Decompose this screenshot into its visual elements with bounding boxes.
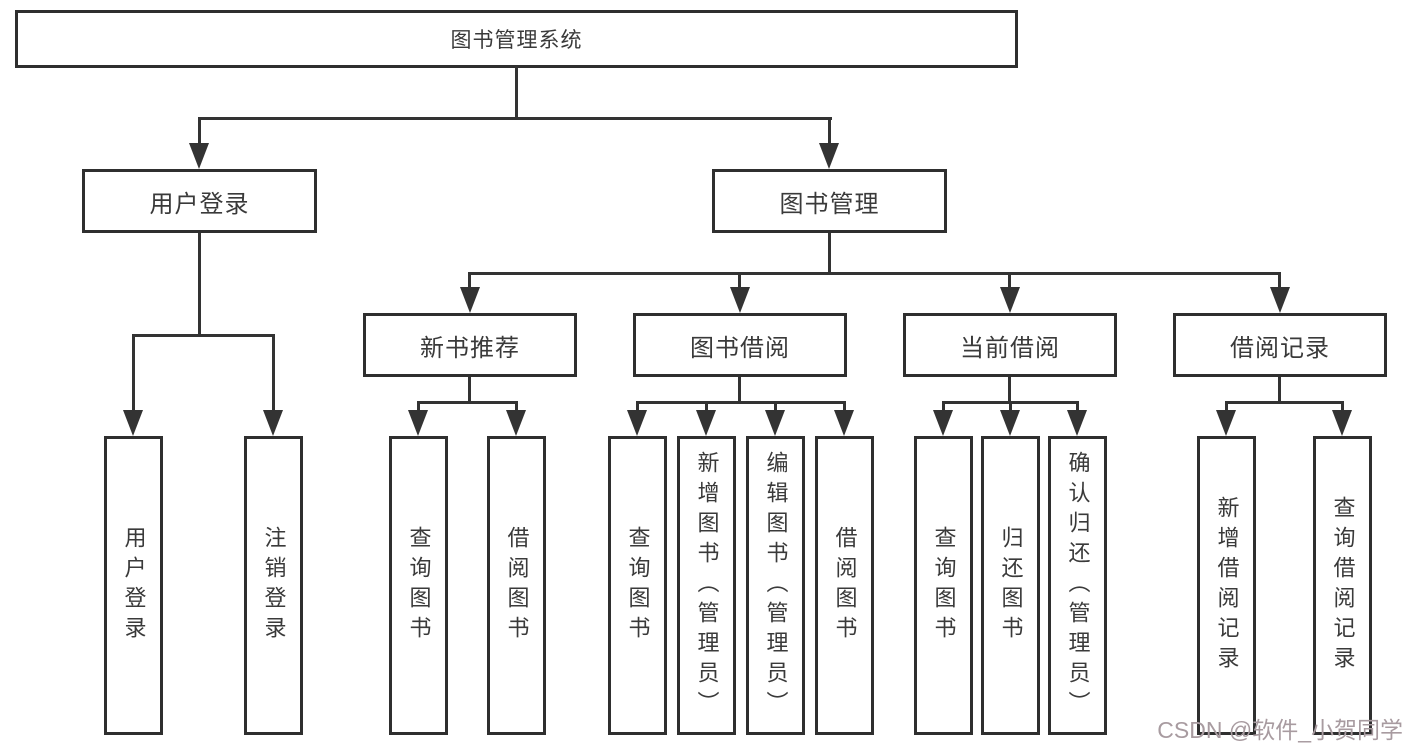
connector-mgmt-splitter bbox=[468, 272, 1281, 275]
leaf-newbook-query-label: 查询图书 bbox=[406, 525, 432, 646]
node-root-label: 图书管理系统 bbox=[450, 29, 583, 52]
arrowhead-br-query bbox=[1332, 410, 1352, 436]
arrowhead-book-borrow bbox=[730, 287, 750, 313]
connector-stub-bb-borrow bbox=[843, 401, 846, 415]
connector-stub-borrow-records bbox=[1278, 272, 1281, 292]
leaf-current-return: 归还图书 bbox=[981, 436, 1040, 735]
arrowhead-book-mgmt bbox=[819, 143, 839, 169]
connector-stub-leaf-logout bbox=[272, 334, 275, 414]
leaf-record-add: 新增借阅记录 bbox=[1197, 436, 1256, 735]
leaf-current-return-label: 归还图书 bbox=[998, 525, 1024, 646]
connector-stub-cb-query bbox=[942, 401, 945, 415]
leaf-borrow-edit-book-label: 编辑图书（管理员） bbox=[763, 450, 789, 721]
node-new-book-recommend-label: 新书推荐 bbox=[420, 334, 520, 362]
leaf-current-confirm-return: 确认归还（管理员） bbox=[1048, 436, 1107, 735]
node-book-borrow-label: 图书借阅 bbox=[690, 334, 790, 362]
arrowhead-current-borrow bbox=[1000, 287, 1020, 313]
leaf-borrow-borrow-book: 借阅图书 bbox=[815, 436, 874, 735]
node-root: 图书管理系统 bbox=[15, 10, 1018, 68]
node-borrow-records-label: 借阅记录 bbox=[1230, 334, 1330, 362]
connector-stub-br-query bbox=[1341, 401, 1344, 415]
node-borrow-records: 借阅记录 bbox=[1173, 313, 1387, 377]
arrowhead-nb-query bbox=[408, 410, 428, 436]
connector-login-drop bbox=[198, 233, 201, 337]
connector-stub-user-login bbox=[198, 117, 201, 149]
leaf-current-query: 查询图书 bbox=[914, 436, 973, 735]
connector-records-splitter bbox=[1225, 401, 1344, 404]
node-new-book-recommend: 新书推荐 bbox=[363, 313, 577, 377]
connector-stub-cb-return bbox=[1009, 401, 1012, 415]
connector-stub-bb-query bbox=[636, 401, 639, 415]
connector-stub-new-book bbox=[468, 272, 471, 292]
connector-stub-br-add bbox=[1225, 401, 1228, 415]
connector-stub-bb-add bbox=[705, 401, 708, 415]
leaf-logout-label: 注销登录 bbox=[261, 525, 287, 646]
connector-records-drop bbox=[1278, 377, 1281, 404]
csdn-watermark: CSDN @软件_小贺同学 bbox=[1157, 717, 1403, 743]
arrowhead-bb-query bbox=[627, 410, 647, 436]
node-current-borrow: 当前借阅 bbox=[903, 313, 1117, 377]
leaf-newbook-borrow-label: 借阅图书 bbox=[504, 525, 530, 646]
leaf-borrow-query-label: 查询图书 bbox=[625, 525, 651, 646]
arrowhead-cb-return bbox=[1000, 410, 1020, 436]
leaf-borrow-add-book: 新增图书（管理员） bbox=[677, 436, 736, 735]
arrowhead-borrow-records bbox=[1270, 287, 1290, 313]
leaf-newbook-borrow: 借阅图书 bbox=[487, 436, 546, 735]
connector-login-splitter bbox=[132, 334, 275, 337]
arrowhead-cb-confirm bbox=[1067, 410, 1087, 436]
connector-newbook-splitter bbox=[417, 401, 518, 404]
connector-stub-bb-edit bbox=[774, 401, 777, 415]
node-book-borrow: 图书借阅 bbox=[633, 313, 847, 377]
leaf-borrow-edit-book: 编辑图书（管理员） bbox=[746, 436, 805, 735]
connector-newbook-drop bbox=[468, 377, 471, 404]
leaf-borrow-query: 查询图书 bbox=[608, 436, 667, 735]
connector-current-drop bbox=[1008, 377, 1011, 404]
leaf-user-login: 用户登录 bbox=[104, 436, 163, 735]
connector-bookborrow-splitter bbox=[636, 401, 846, 404]
node-current-borrow-label: 当前借阅 bbox=[960, 334, 1060, 362]
node-book-management-label: 图书管理 bbox=[779, 190, 880, 218]
connector-stub-book-mgmt bbox=[828, 117, 831, 149]
leaf-newbook-query: 查询图书 bbox=[389, 436, 448, 735]
leaf-borrow-borrow-book-label: 借阅图书 bbox=[832, 525, 858, 646]
leaf-current-query-label: 查询图书 bbox=[931, 525, 957, 646]
arrowhead-bb-add bbox=[696, 410, 716, 436]
arrowhead-user-login bbox=[189, 143, 209, 169]
leaf-record-query: 查询借阅记录 bbox=[1313, 436, 1372, 735]
arrowhead-leaf-login bbox=[123, 410, 143, 436]
arrowhead-bb-borrow bbox=[834, 410, 854, 436]
leaf-current-confirm-return-label: 确认归还（管理员） bbox=[1065, 450, 1091, 721]
arrowhead-bb-edit bbox=[765, 410, 785, 436]
arrowhead-cb-query bbox=[933, 410, 953, 436]
arrowhead-br-add bbox=[1216, 410, 1236, 436]
arrowhead-new-book bbox=[460, 287, 480, 313]
connector-stub-nb-query bbox=[417, 401, 420, 415]
connector-root-splitter bbox=[198, 117, 832, 120]
connector-stub-nb-borrow bbox=[515, 401, 518, 415]
node-book-management: 图书管理 bbox=[712, 169, 947, 233]
node-user-login-label: 用户登录 bbox=[149, 190, 250, 218]
leaf-borrow-add-book-label: 新增图书（管理员） bbox=[694, 450, 720, 721]
node-user-login: 用户登录 bbox=[82, 169, 317, 233]
arrowhead-leaf-logout bbox=[263, 410, 283, 436]
connector-mgmt-drop bbox=[828, 233, 831, 275]
connector-stub-leaf-login bbox=[132, 334, 135, 414]
connector-root-drop bbox=[515, 66, 518, 120]
leaf-user-login-label: 用户登录 bbox=[121, 525, 147, 646]
leaf-record-query-label: 查询借阅记录 bbox=[1330, 495, 1356, 676]
connector-stub-cb-confirm bbox=[1076, 401, 1079, 415]
arrowhead-nb-borrow bbox=[506, 410, 526, 436]
leaf-logout: 注销登录 bbox=[244, 436, 303, 735]
connector-bookborrow-drop bbox=[738, 377, 741, 404]
connector-stub-current-borrow bbox=[1008, 272, 1011, 292]
connector-stub-book-borrow bbox=[738, 272, 741, 292]
leaf-record-add-label: 新增借阅记录 bbox=[1214, 495, 1240, 676]
